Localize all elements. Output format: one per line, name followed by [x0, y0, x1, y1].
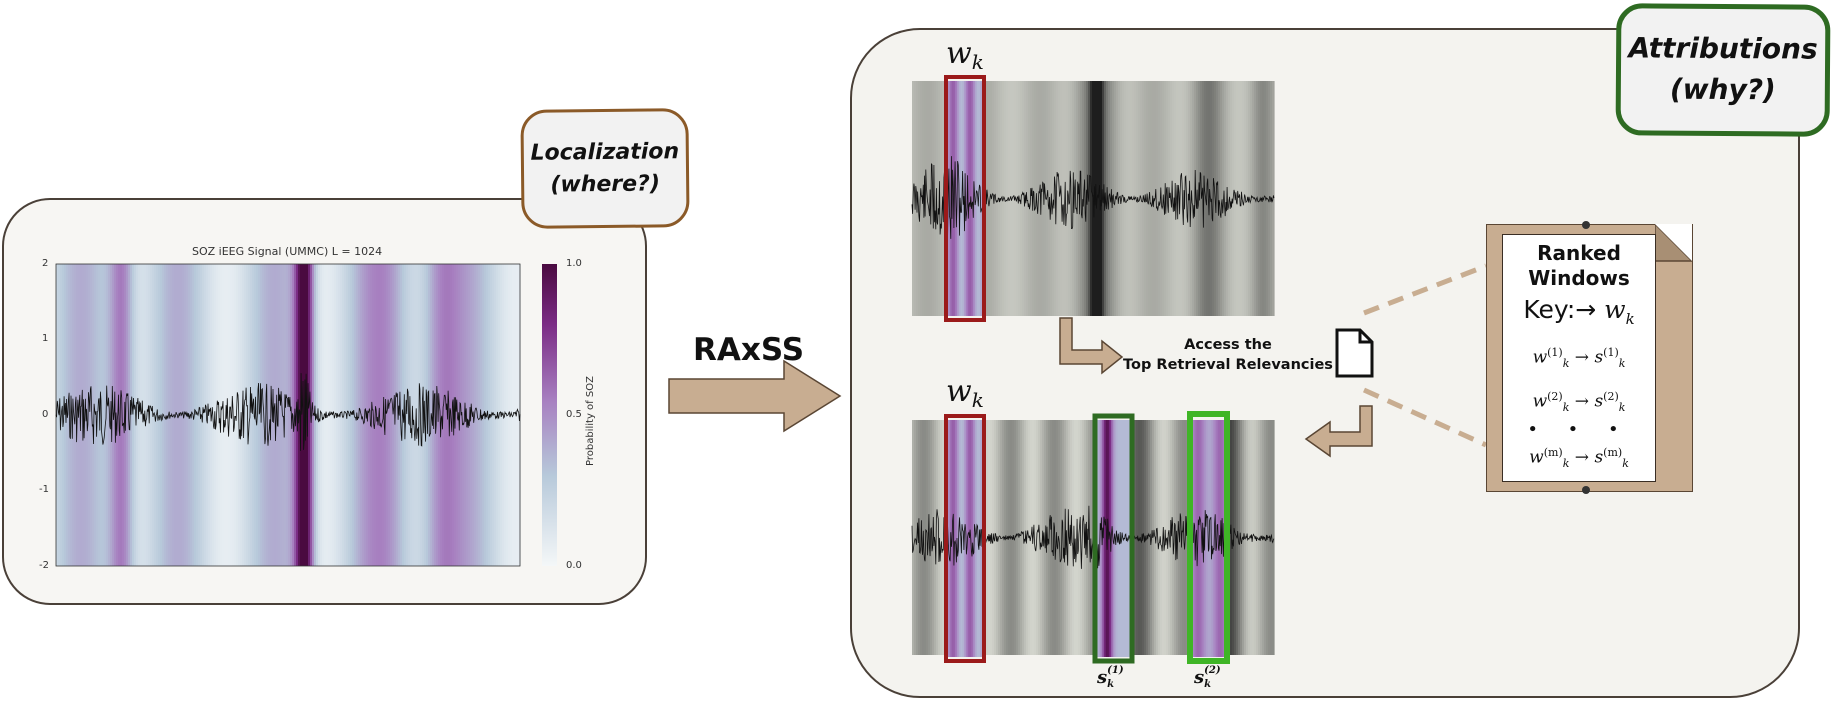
document-icon	[1335, 328, 1374, 378]
colorbar-tick-low: 0.0	[566, 560, 582, 571]
retrieved-label-1-base: s	[1097, 667, 1108, 688]
retrieved-label-2-sub: k	[1204, 679, 1212, 690]
ranked-row-1-w-sup: (1)	[1547, 346, 1563, 359]
ranked-windows-title-line2: Windows	[1528, 266, 1630, 290]
access-elbow-arrow	[1059, 317, 1124, 375]
window-label-top-sub: k	[971, 50, 984, 74]
ranked-ellipsis: • • •	[1527, 419, 1631, 441]
retrieved-label-2-base: s	[1194, 667, 1205, 688]
ranked-windows-document: Ranked Windows Key:→ wk w(1)k → s(1)k w(…	[1486, 224, 1693, 492]
y-tick-1: 1	[42, 333, 49, 344]
document-pins	[1582, 221, 1590, 494]
access-text-line1: Access the	[1184, 337, 1272, 353]
key-var-base: w	[1604, 295, 1626, 324]
ranked-windows-title: Ranked Windows	[1503, 241, 1655, 291]
y-tick-neg1: -1	[39, 484, 49, 495]
query-window-box-bottom	[944, 414, 986, 663]
ranked-row-2-w-sup: (2)	[1547, 390, 1563, 404]
ranked-row-m: w(m)k → s(m)k	[1529, 446, 1629, 471]
attribution-callout-subtitle: (why?)	[1669, 72, 1776, 107]
ranked-row-1-s-sup: (1)	[1603, 346, 1619, 359]
retrieved-label-1-sub: k	[1107, 679, 1115, 690]
access-text: Access the Top Retrieval Relevancies	[1118, 335, 1338, 375]
ranked-row-2-s-sup: (2)	[1603, 390, 1619, 404]
colorbar-label: Probability of SOZ	[585, 376, 596, 466]
attribution-callout-title: Attributions	[1628, 31, 1818, 67]
retrieved-label-2-sup: (2)	[1204, 665, 1221, 676]
attribution-callout: Attributions (why?)	[1615, 3, 1831, 137]
colorbar-tick-high: 1.0	[566, 258, 582, 269]
y-tick-2: 2	[42, 258, 49, 269]
ranked-row-2: w(2)k → s(2)k	[1532, 390, 1626, 415]
access-text-line2: Top Retrieval Relevancies	[1123, 357, 1333, 373]
raxss-label: RAxSS	[693, 332, 805, 368]
dashed-connector-top	[1363, 263, 1487, 316]
window-label-top-base: w	[946, 36, 972, 71]
ranked-row-m-w-sup: (m)	[1543, 446, 1563, 460]
return-elbow-arrow	[1304, 405, 1373, 458]
document-dogear	[1655, 224, 1693, 262]
ranked-windows-page: Ranked Windows Key:→ wk w(1)k → s(1)k w(…	[1502, 234, 1656, 482]
document-icon-fold	[1358, 330, 1372, 344]
retrieved-window-1-box	[1092, 413, 1135, 664]
ieeg-signal-trace	[55, 373, 521, 451]
query-signal-trace	[911, 156, 1275, 239]
ranked-list: w(1)k → s(1)k w(2)k → s(2)k • • • w(m)k …	[1503, 336, 1655, 480]
retrieved-label-1: s(1) k	[1097, 664, 1124, 692]
window-label-bottom: wk	[946, 374, 984, 412]
retrieved-window-2-box	[1187, 411, 1230, 664]
ranked-row-m-s-sup: (m)	[1603, 446, 1623, 460]
key-text: Key:→	[1523, 295, 1597, 324]
ranked-windows-title-line1: Ranked	[1537, 241, 1621, 265]
key-var-sub: k	[1625, 310, 1635, 328]
window-label-bottom-base: w	[946, 374, 972, 409]
soz-colorbar	[542, 264, 557, 566]
pin-bottom	[1582, 486, 1590, 494]
pin-top	[1582, 221, 1590, 229]
window-label-top: wk	[946, 36, 984, 74]
soz-plot-title: SOZ iEEG Signal (UMMC) L = 1024	[192, 245, 383, 258]
retrieved-label-2: s(2) k	[1194, 664, 1221, 692]
raxss-arrow	[668, 359, 842, 433]
ranked-row-1: w(1)k → s(1)k	[1532, 346, 1626, 371]
ranked-windows-key: Key:→ wk	[1503, 295, 1655, 328]
dashed-connector-bottom	[1362, 387, 1488, 448]
retrieved-label-1-sup: (1)	[1107, 665, 1124, 676]
query-window-box	[944, 75, 986, 322]
y-tick-0: 0	[42, 409, 49, 420]
window-label-bottom-sub: k	[971, 388, 984, 412]
colorbar-tick-mid: 0.5	[566, 409, 582, 420]
y-tick-neg2: -2	[39, 560, 49, 571]
